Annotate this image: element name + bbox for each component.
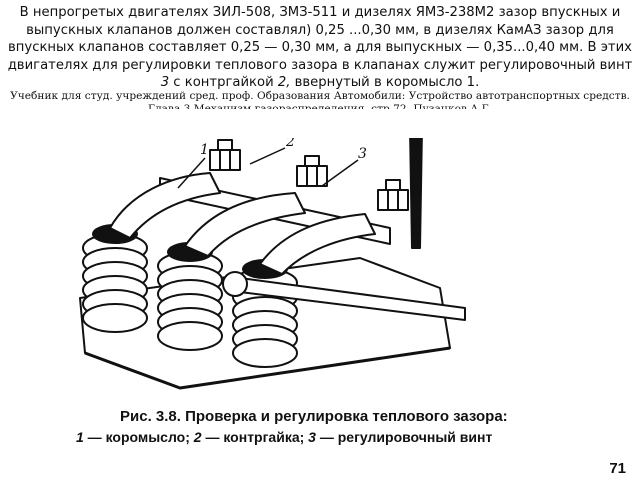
lock-nut-2 [296, 155, 328, 187]
legend-num-2: 2 [193, 429, 202, 445]
legend-num-3: 3 [308, 429, 316, 445]
legend-text-1: — коромысло; [83, 429, 194, 445]
callout-label-1: 1 [200, 142, 209, 158]
valve-spring-left [82, 224, 148, 333]
callout-label-3: 3 [358, 146, 367, 162]
rocker-arm-3 [259, 213, 376, 275]
legend-num-1: 1 [76, 429, 84, 445]
figure-caption-legend: 1 — коромысло; 2 — контргайка; 3 — регул… [76, 429, 492, 445]
paragraph-ref-2: 2, [277, 75, 291, 90]
paragraph-text-2: с контргайкой [169, 75, 278, 90]
rocker-arm-1 [109, 172, 221, 239]
lock-nut-1 [209, 139, 241, 171]
paragraph-text-1: В непрогретых двигателях ЗИЛ-508, ЗМЗ-51… [7, 5, 633, 73]
paragraph-ref-3: 3 [160, 75, 170, 90]
figure-caption-title: Рис. 3.8. Проверка и регулировка теплово… [120, 408, 508, 425]
source-citation: Учебник для студ. учреждений сред. проф.… [10, 90, 630, 109]
valve-mechanism-illustration: 1 2 3 [79, 138, 466, 390]
paragraph-text-3: ввернутый в коромысло 1. [290, 75, 480, 90]
rocker-arm-2 [184, 192, 306, 257]
screwdriver [409, 138, 423, 249]
valve-spring-middle [157, 242, 223, 351]
callout-label-2: 2 [285, 138, 295, 150]
legend-text-3: — регулировочный винт [315, 429, 493, 445]
legend-text-2: — контргайка; [201, 429, 309, 445]
body-paragraph: В непрогретых двигателях ЗИЛ-508, ЗМЗ-51… [6, 4, 634, 92]
lock-nut-3 [377, 179, 409, 211]
page-number: 71 [609, 460, 626, 477]
